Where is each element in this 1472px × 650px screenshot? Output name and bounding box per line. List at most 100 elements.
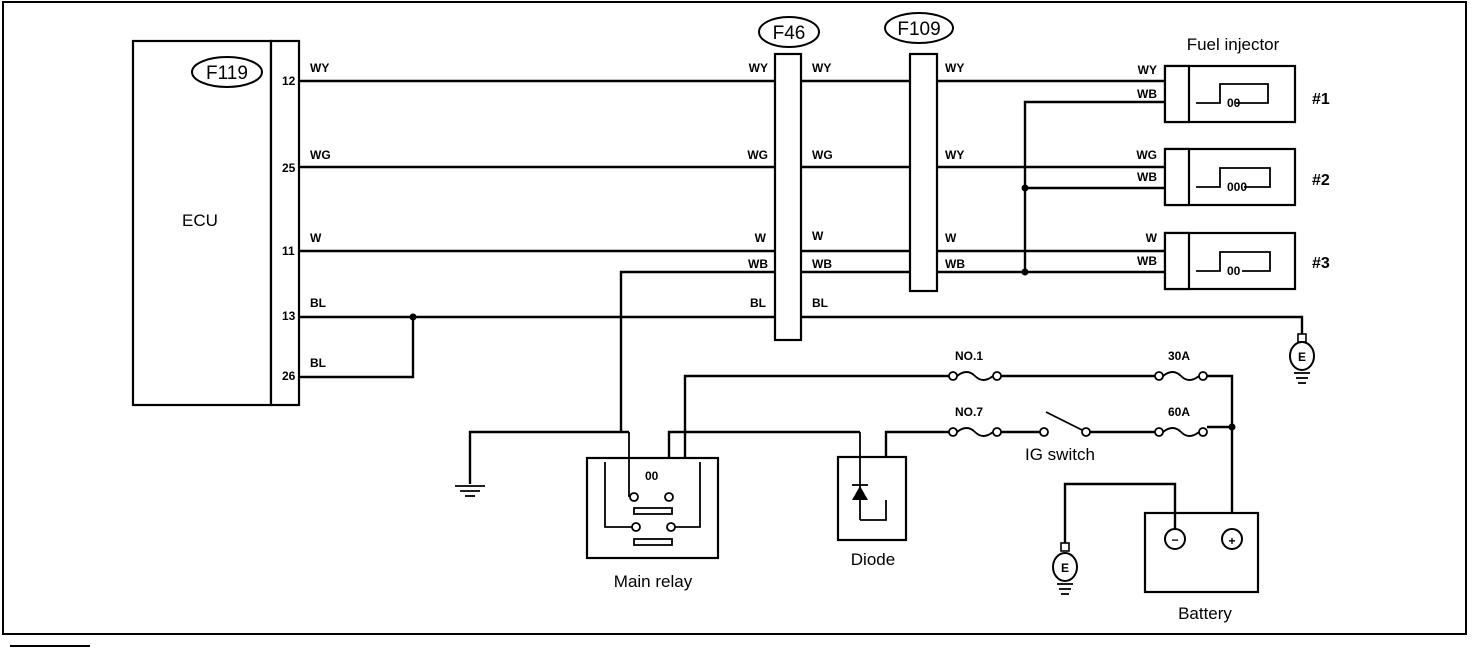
ground-e-battery-stem [1060,542,1070,552]
main-relay-terminal-3 [631,522,641,532]
f46-left-w: W [755,231,767,245]
f46-right-w: W [812,229,824,243]
battery-label: Battery [1178,604,1232,623]
diode-body [836,455,908,542]
injector-1-plug [1163,64,1191,124]
main-relay-contact-lead-left [604,462,632,528]
wire-wb-bus-vertical [1023,100,1165,272]
fuse-no7-label: NO.7 [955,405,983,419]
ecu-pin-11: 11 [282,244,295,258]
connector-f46-oval [758,16,820,48]
ecu-block: ECU F119 12 25 11 13 26 WY WG W BL BL [131,39,331,407]
main-relay-contact-1 [633,507,673,515]
ground-e-bl: E [1289,333,1315,384]
junction-bl [409,313,417,321]
wire-bl-pin26 [299,317,415,379]
fuse-no1-terminal-left [948,371,958,381]
fuse-no1-terminal-right [992,371,1002,381]
connector-f109-oval [884,12,954,44]
fuse-no7-terminal-left [948,427,958,437]
fuse-no1-element [956,371,994,381]
injector-1-coil-icon: 00 [1227,96,1241,110]
fuse-30a-terminal-right [1198,371,1208,381]
fuse-30a-element [1162,371,1200,381]
ecu-wire-label-w: W [310,231,322,245]
main-relay-terminal-4 [666,522,676,532]
connector-f46-body [773,52,803,342]
injector-1-coil-path [1196,83,1269,104]
injector-1-number: #1 [1312,91,1330,108]
injector-3-number: #3 [1312,255,1330,272]
power-circuit: NO.1 30A NO.7 IG switch 60A [455,349,1260,623]
wire-wb-relay-f46 [619,270,775,432]
ig-switch-blade [1045,411,1083,431]
wire-relay-ground [468,430,629,484]
ecu-pin-26: 26 [282,369,296,383]
diagram-frame [2,1,1467,635]
fuse-60a-terminal-left [1154,427,1164,437]
ecu-label: ECU [182,211,218,230]
f109-right-wy-1: WY [945,61,964,75]
f46-right-wy: WY [812,61,831,75]
ground-e-bl-label: E [1298,350,1306,364]
ecu-pin-strip [269,39,301,407]
connector-f109-id: F109 [897,19,940,40]
main-relay-terminal-1 [629,492,639,502]
battery-plus-sign: + [1228,534,1235,548]
junction-wb-inj2 [1021,184,1029,192]
battery-plus-terminal [1221,528,1243,550]
ecu-connector-id: F119 [206,63,248,84]
f46-right-bl: BL [812,296,828,310]
injector-2-coil-path [1196,167,1271,188]
connector-f46-id: F46 [773,23,806,44]
ecu-wire-label-bl-13: BL [310,296,326,310]
junction-battery-plus [1228,423,1236,431]
injector-2-number: #2 [1312,172,1330,189]
ig-switch-label: IG switch [1025,445,1095,464]
injector-2-power-label: WB [1137,170,1157,184]
main-relay: 00 Main relay [585,432,720,591]
main-relay-contact-2 [633,538,673,546]
fuel-injector-title: Fuel injector [1187,35,1280,54]
diode: Diode [836,432,908,569]
battery-minus-sign: − [1171,533,1178,547]
ground-e-battery-bulb [1052,552,1078,582]
ecu-wire-label-wy: WY [310,61,329,75]
ig-switch-terminal-right [1081,427,1091,437]
injector-3-power-label: WB [1137,254,1157,268]
injector-3-coil-icon: 00 [1227,264,1241,278]
diode-lead-right [860,500,887,521]
main-relay-terminal-2 [664,492,674,502]
wb-bus [1021,100,1165,276]
wire-relay-no1 [683,374,953,493]
main-relay-coil-icon: 00 [645,469,659,483]
injector-2-plug [1163,147,1191,207]
f109-right-wb: WB [945,257,965,271]
ecu-wire-label-bl-26: BL [310,356,326,370]
main-relay-contact-lead-right [673,462,701,528]
injector-3-plug [1163,231,1191,291]
f46-left-wg: WG [747,148,768,162]
fuel-injectors: Fuel injector 00 WY WB #1 000 WG WB #2 0… [1136,35,1330,291]
ground-e-bl-bulb [1289,341,1315,371]
ground-e-bl-stem [1297,333,1307,343]
fuse-no7-terminal-right [992,427,1002,437]
battery: − + Battery [1063,482,1260,623]
injector-3-coil-path [1196,251,1271,272]
ground-e-battery-label: E [1061,561,1069,575]
injector-2-coil-icon: 000 [1227,180,1247,194]
injector-1-signal-label: WY [1138,63,1157,77]
fuse-60a-terminal-right [1198,427,1208,437]
ecu-pin-13: 13 [282,309,296,323]
diode-label: Diode [851,550,895,569]
wire-30a-battery [1207,374,1234,527]
injector-2-signal-label: WG [1136,148,1157,162]
ecu-body [131,39,273,407]
diode-symbol-icon [852,486,868,500]
injector-3-signal-label: W [1146,231,1158,245]
ecu-connector-oval [191,56,263,88]
wire-battery-ground [1063,482,1177,545]
connector-f109: F109 WY WY W WB [884,12,965,293]
fuse-no1-label: NO.1 [955,349,983,363]
